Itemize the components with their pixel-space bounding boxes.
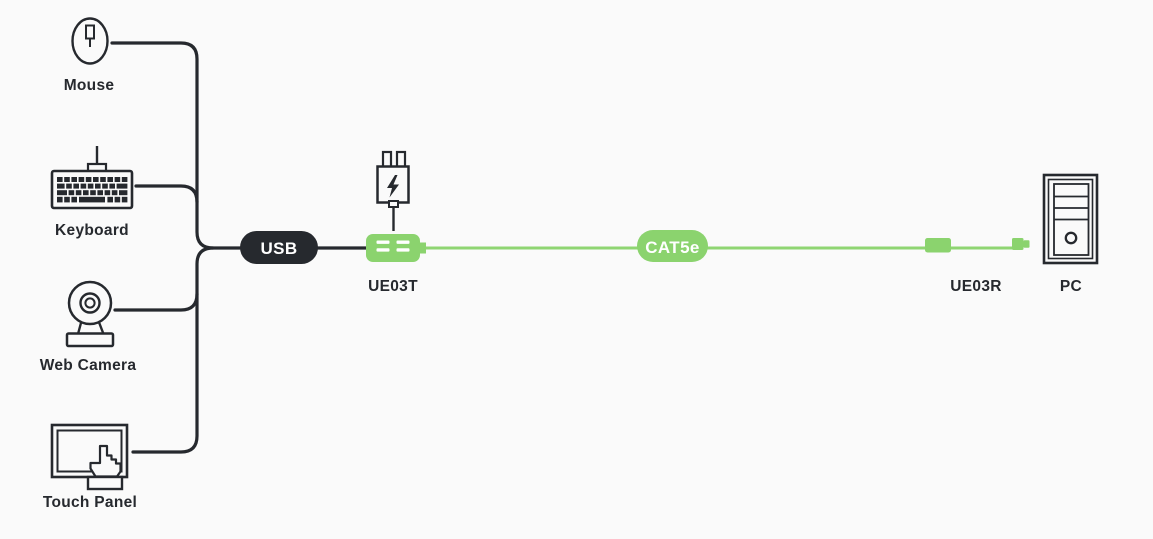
receiver-device xyxy=(925,238,951,253)
keyboard-icon xyxy=(50,146,134,210)
pointing-hand xyxy=(89,444,122,478)
cable-web-camera xyxy=(113,292,199,312)
power-adapter-icon xyxy=(376,150,410,231)
pc-label: PC xyxy=(1060,278,1082,295)
usb-badge: USB xyxy=(240,231,318,264)
mouse-icon xyxy=(71,17,109,65)
pc-tower-icon xyxy=(1042,173,1099,265)
peripheral-cables xyxy=(110,41,372,454)
web-camera-icon xyxy=(65,280,115,348)
receiver-label: UE03R xyxy=(950,278,1001,295)
cat5e-badge: CAT5e xyxy=(637,230,708,262)
usb-badge-label: USB xyxy=(260,239,297,258)
usb-plug-icon xyxy=(1012,238,1030,250)
touch-panel-icon xyxy=(50,423,129,491)
cable-keyboard xyxy=(134,184,199,204)
cat5e-badge-label: CAT5e xyxy=(645,238,700,257)
transmitter-device xyxy=(366,234,426,262)
power-button-icon xyxy=(1064,231,1078,245)
cable-touch-panel xyxy=(131,246,215,454)
keyboard-label: Keyboard xyxy=(55,222,129,239)
transmitter-label: UE03T xyxy=(368,278,418,295)
web-camera-label: Web Camera xyxy=(40,357,137,374)
touch-panel-label: Touch Panel xyxy=(43,494,137,511)
cable-mouse xyxy=(110,41,242,250)
mouse-label: Mouse xyxy=(64,77,115,94)
lightning-bolt-icon xyxy=(387,175,399,198)
